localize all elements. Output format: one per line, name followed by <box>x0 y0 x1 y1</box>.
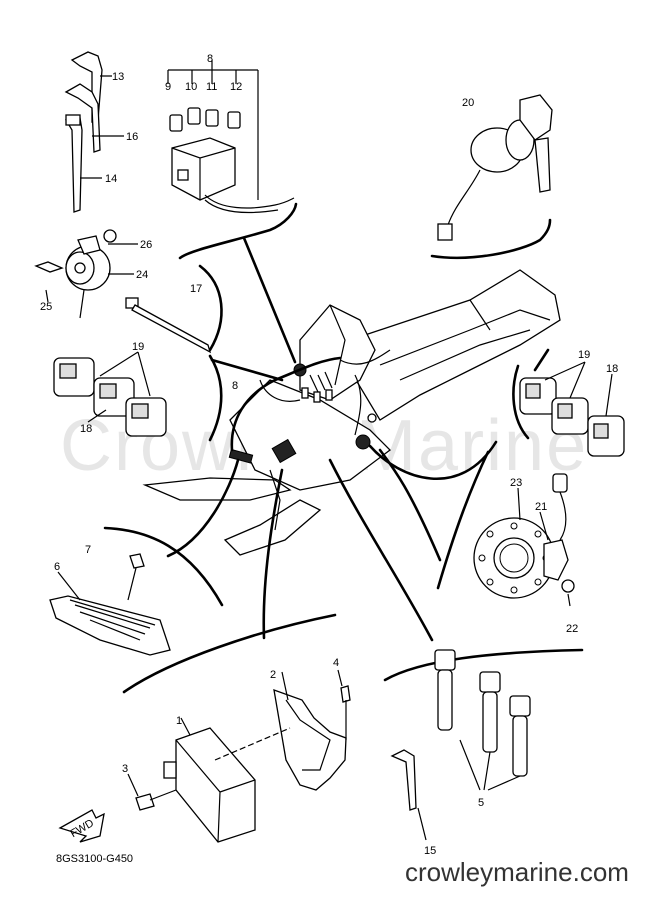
callout-20: 20 <box>462 97 474 109</box>
switch-20 <box>437 94 553 241</box>
callout-17: 17 <box>190 283 202 295</box>
callout-13: 13 <box>112 71 124 83</box>
cable-clamps-13-16-14 <box>64 51 103 213</box>
callout-brackets <box>103 202 584 694</box>
callout-8-top: 8 <box>207 53 213 65</box>
fwd-arrow-icon: FWD <box>58 809 105 843</box>
callout-15: 15 <box>424 845 436 857</box>
callout-14: 14 <box>105 173 117 185</box>
callout-3: 3 <box>122 763 128 775</box>
buzzer-24-26 <box>34 229 117 319</box>
callout-9: 9 <box>165 81 171 93</box>
callout-7: 7 <box>85 544 91 556</box>
callout-24: 24 <box>136 269 148 281</box>
callout-26: 26 <box>140 239 152 251</box>
snowmobile-illustration <box>142 269 561 556</box>
cable-tie-17 <box>125 297 212 354</box>
callout-4: 4 <box>333 657 339 669</box>
callout-25: 25 <box>40 301 52 313</box>
site-url: crowleymarine.com <box>405 857 629 887</box>
fuse-block-8-12 <box>167 60 295 214</box>
callout-16: 16 <box>126 131 138 143</box>
callout-22: 22 <box>566 623 578 635</box>
callout-23: 23 <box>510 477 522 489</box>
relays-right-18-19 <box>519 361 625 457</box>
callout-numbers: 1 2 3 4 5 6 7 8 8 9 10 11 12 13 14 15 16… <box>40 53 618 857</box>
cdi-unit-1-4 <box>127 669 351 843</box>
diagram-code: 8GS3100-G450 <box>56 853 133 865</box>
callout-12: 12 <box>230 81 242 93</box>
callout-21: 21 <box>535 501 547 513</box>
callout-8-center: 8 <box>232 380 238 392</box>
callout-19-left: 19 <box>132 341 144 353</box>
callout-11: 11 <box>206 81 217 93</box>
relays-left-18-19 <box>53 351 167 437</box>
callout-6: 6 <box>54 561 60 573</box>
callout-19-right: 19 <box>578 349 590 361</box>
callout-18-right: 18 <box>606 363 618 375</box>
callout-2: 2 <box>270 669 276 681</box>
ignition-coils-5-15 <box>390 649 531 841</box>
callout-5: 5 <box>478 797 484 809</box>
callout-10: 10 <box>185 81 197 93</box>
rotor-sensor-21-23 <box>473 473 575 607</box>
callout-18-left: 18 <box>80 423 92 435</box>
callout-1: 1 <box>176 715 182 727</box>
cover-6-7 <box>49 553 171 656</box>
